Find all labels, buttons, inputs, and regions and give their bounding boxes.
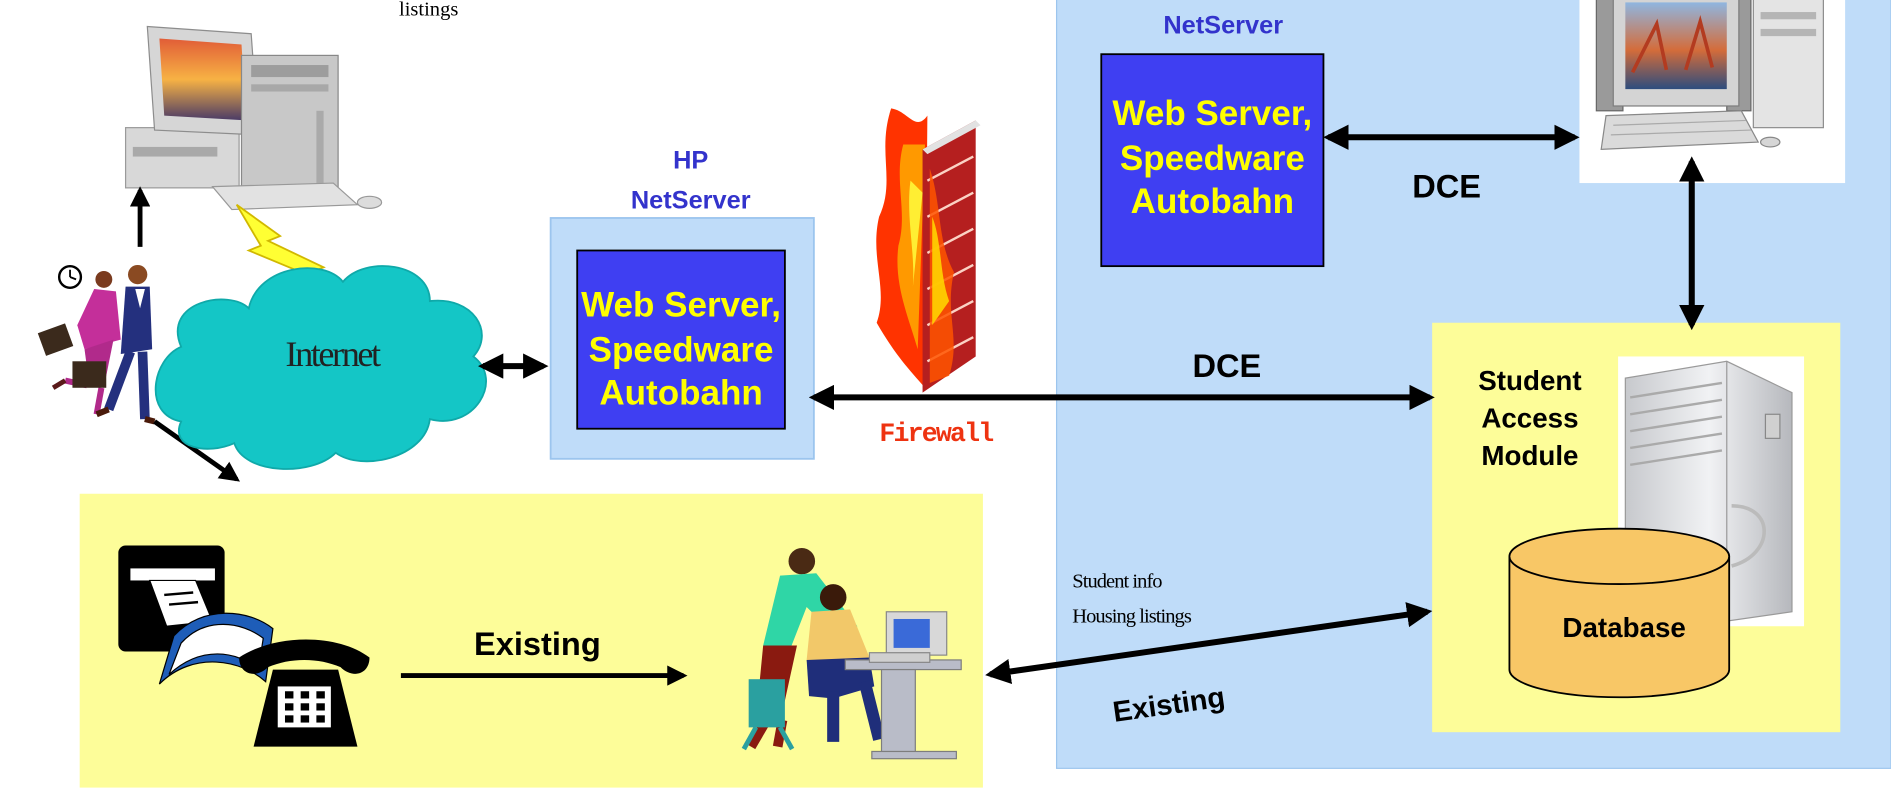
sam-line1: Student <box>1478 365 1581 396</box>
web-server-right-line2: Speedware <box>1120 139 1305 178</box>
dce-label-top: DCE <box>1412 169 1481 205</box>
firewall-icon <box>876 108 981 393</box>
web-server-right-line3: Autobahn <box>1131 182 1294 221</box>
dce-label-middle: DCE <box>1192 348 1261 384</box>
web-server-box-right <box>1100 53 1325 268</box>
business-people-icon <box>37 264 156 425</box>
existing-label-left: Existing <box>474 626 601 662</box>
people-to-existing-arrow <box>153 419 240 482</box>
web-server-box-left <box>576 249 786 430</box>
right-netserver-caption: NetServer <box>1163 12 1283 40</box>
sam-line2: Access <box>1481 403 1578 434</box>
existing-link-arrow <box>985 602 1433 685</box>
student-info-line1: Student info <box>1072 571 1162 593</box>
web-server-left-line1: Web Server, <box>581 286 781 325</box>
top-caption: listings <box>399 0 458 21</box>
database-cylinder-icon <box>1508 527 1731 699</box>
internet-label: Internet <box>285 334 381 374</box>
internet-cloud-icon <box>154 265 487 470</box>
hp-netserver-label: NetServer <box>631 186 751 214</box>
desktop-computer-icon <box>124 25 383 211</box>
desktop-computer-icon <box>1595 0 1824 150</box>
database-label: Database <box>1562 612 1685 643</box>
web-server-left-line2: Speedware <box>589 330 774 369</box>
telephone-icon <box>239 639 370 747</box>
hp-label: HP <box>673 147 708 175</box>
web-server-left-line3: Autobahn <box>599 374 762 413</box>
office-workers-icon <box>741 547 962 760</box>
web-server-right-line1: Web Server, <box>1112 94 1312 133</box>
student-info-line2: Housing listings <box>1072 606 1192 628</box>
sam-line3: Module <box>1481 440 1578 471</box>
firewall-label: Firewall <box>879 419 993 449</box>
